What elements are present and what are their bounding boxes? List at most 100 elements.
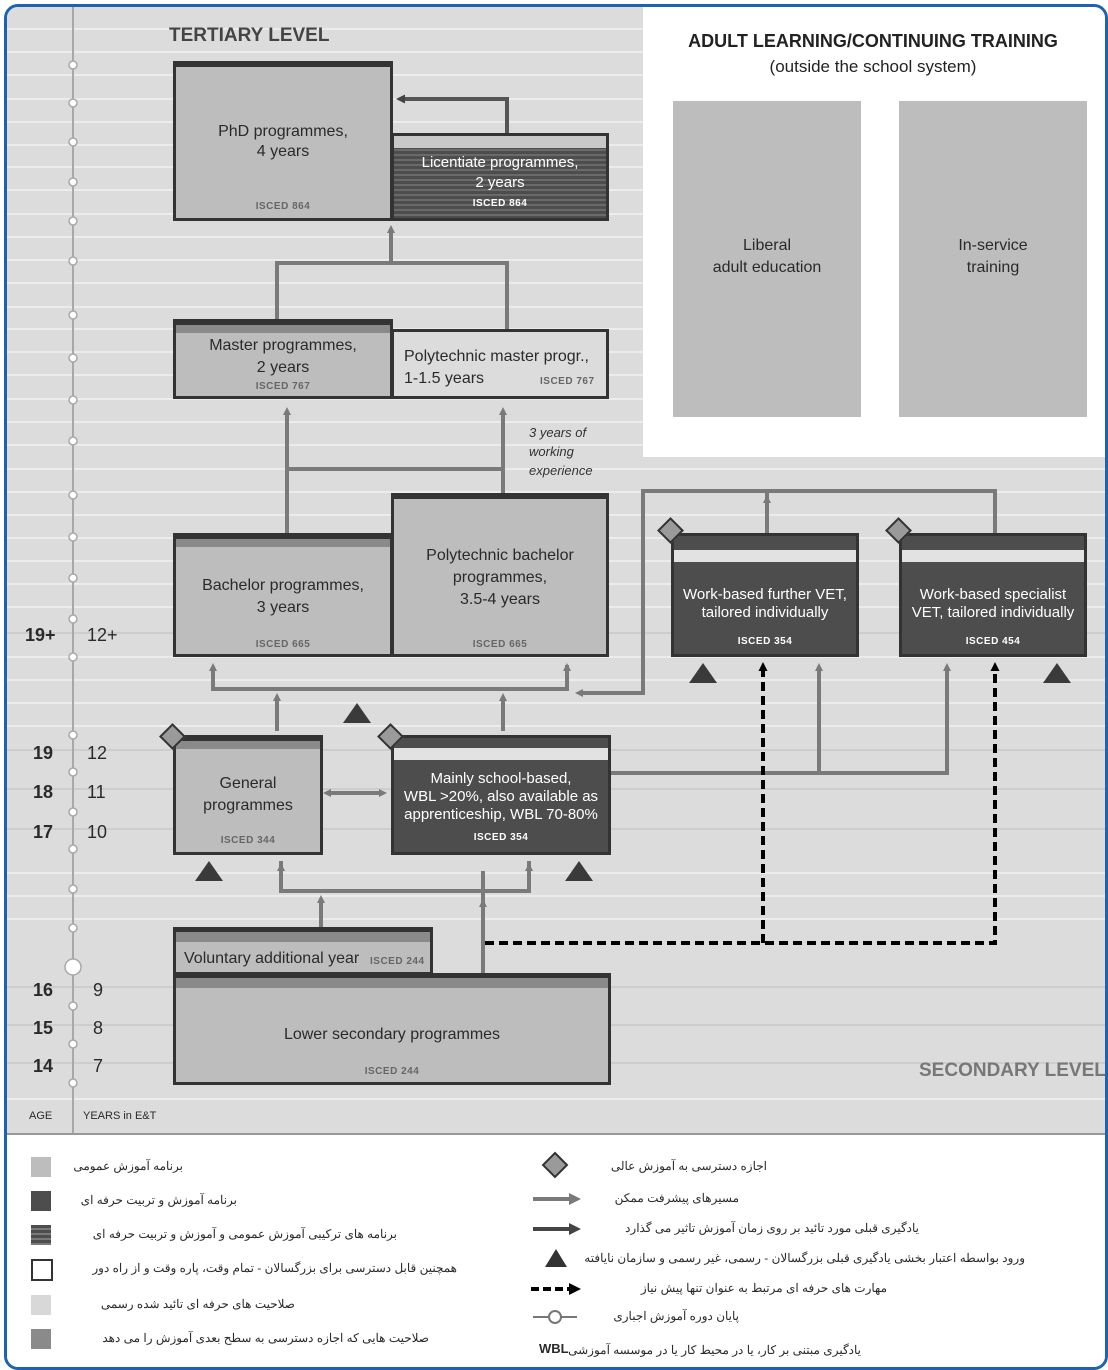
legend-combined-text: برنامه های ترکیبی آموزش عمومی و آموزش و … [92, 1227, 397, 1241]
bachelor-isced: ISCED 665 [255, 639, 311, 650]
legend-wbl-abbr: WBL [539, 1341, 569, 1356]
dashed-arrow-head-icon [569, 1283, 581, 1295]
age-19: 19 [33, 743, 54, 763]
years-7: 7 [93, 1056, 104, 1076]
bachelor-label: Bachelor programmes, [202, 577, 364, 594]
licentiate-box: Licentiate programmes, 2 years ISCED 864 [391, 133, 609, 221]
legend-swatch-general [31, 1157, 51, 1177]
arrow-head-icon [569, 1193, 581, 1205]
triangle-icon [545, 1249, 567, 1267]
lower-secondary-box: Lower secondary programmes ISCED 244 [173, 973, 611, 1085]
legend-wbl-text: یادگیری مبتنی بر کار، یا در محیط کار یا … [568, 1343, 861, 1357]
working-line-1: 3 years of [529, 425, 587, 440]
legend-general-text: برنامه آموزش عمومی [73, 1159, 183, 1173]
poly-bachelor-line2: programmes, [452, 569, 548, 586]
licentiate-duration: 2 years [475, 174, 525, 191]
liberal-education-box: Liberal adult education [673, 101, 861, 417]
legend-swatch-access [31, 1329, 51, 1349]
legend-qualification-text: صلاحیت های حرفه ای تائید شده رسمی [100, 1297, 295, 1311]
voluntary-isced: ISCED 244 [370, 956, 425, 967]
legend-symbols [531, 1151, 581, 1324]
years-10: 10 [87, 822, 108, 842]
general-line2: programmes [203, 797, 293, 814]
legend-swatch-vet [31, 1191, 51, 1211]
licentiate-isced: ISCED 864 [472, 198, 528, 209]
voluntary-label: Voluntary additional year [184, 950, 360, 967]
legend-compulsory-text: پایان دوره آموزش اجباری [613, 1309, 739, 1323]
age-label: AGE [29, 1110, 53, 1122]
lower-secondary-isced: ISCED 244 [364, 1066, 420, 1077]
legend-validation-text: ورود بواسطه اعتبار بخشی یادگیری قبلی بزر… [584, 1251, 1025, 1265]
master-box: Master programmes, 2 years ISCED 767 [173, 319, 393, 399]
circle-marker-icon [548, 1310, 562, 1324]
phd-box: PhD programmes, 4 years ISCED 864 [173, 61, 393, 221]
further-vet-box: Work-based further VET, tailored individ… [671, 533, 859, 657]
working-experience-note: 3 years of working experience [529, 423, 593, 480]
legend-skills-text: مهارت های حرفه ای مرتبط به عنوان تنها پی… [640, 1281, 887, 1295]
inservice-label: In-service [958, 237, 1028, 254]
poly-master-isced: ISCED 767 [540, 376, 595, 387]
legend: برنامه آموزش عمومی برنامه آموزش و تربیت … [7, 1133, 1105, 1367]
years-11: 11 [87, 782, 106, 802]
diamond-icon [541, 1151, 569, 1179]
years-label: YEARS in E&T [83, 1110, 157, 1122]
voluntary-band [176, 932, 430, 942]
master-duration: 2 years [256, 359, 310, 376]
years-12: 12 [87, 743, 108, 763]
lower-secondary-band [176, 978, 608, 988]
further-vet-line2: tailored individually [701, 604, 829, 621]
school-based-band [394, 748, 608, 760]
school-based-label: Mainly school-based, [430, 770, 572, 787]
arrow-dark-head-icon [569, 1223, 581, 1235]
bachelor-band [176, 539, 390, 547]
legend-swatch-qualification [31, 1295, 51, 1315]
general-label: General [219, 775, 277, 792]
adult-subheading: (outside the school system) [769, 57, 977, 76]
master-band [176, 325, 390, 333]
legend-progression-text: مسیرهای پیشرفت ممکن [614, 1191, 739, 1205]
liberal-line2: adult education [712, 259, 822, 276]
inservice-line2: training [966, 259, 1020, 276]
licentiate-label: Licentiate programmes, [421, 154, 579, 171]
general-programmes-box: General programmes ISCED 344 [173, 735, 323, 855]
lower-secondary-label: Lower secondary programmes [283, 1026, 501, 1043]
poly-bachelor-duration: 3.5-4 years [459, 591, 541, 608]
specialist-vet-label: Work-based specialist [919, 586, 1067, 603]
poly-bachelor-box: Polytechnic bachelor programmes, 3.5-4 y… [391, 493, 609, 657]
legend-adults-text: همچنین قابل دسترسی برای بزرگسالان - تمام… [92, 1261, 457, 1275]
legend-access-text: صلاحیت هایی که اجازه دسترسی به سطح بعدی … [102, 1331, 429, 1345]
specialist-vet-isced: ISCED 454 [965, 636, 1021, 647]
adult-heading: ADULT LEARNING/CONTINUING TRAINING [688, 31, 1058, 51]
age-14: 14 [33, 1056, 54, 1076]
school-based-line2: WBL >20%, also available as [403, 788, 599, 805]
licentiate-band [394, 136, 606, 148]
poly-master-box: Polytechnic master progr., 1-1.5 years I… [391, 329, 609, 399]
master-label: Master programmes, [209, 337, 357, 354]
phd-isced: ISCED 864 [255, 201, 311, 212]
legend-diamond-text: اجازه دسترسی به آموزش عالی [610, 1159, 767, 1173]
general-isced: ISCED 344 [220, 835, 276, 846]
bachelor-duration: 3 years [256, 599, 310, 616]
poly-bachelor-label: Polytechnic bachelor [426, 547, 574, 564]
specialist-vet-band [902, 550, 1084, 562]
legend-swatch-adults [31, 1259, 53, 1281]
diagram-frame: TERTIARY LEVEL ADULT LEARNING/CONTINUING… [4, 4, 1108, 1370]
legend-vet-text: برنامه آموزش و تربیت حرفه ای [80, 1193, 237, 1207]
working-line-3: experience [529, 463, 593, 478]
school-based-line3: apprenticeship, WBL 70-80% [404, 806, 598, 823]
general-band [176, 741, 320, 749]
inservice-training-box: In-service training [899, 101, 1087, 417]
master-isced: ISCED 767 [255, 381, 311, 392]
further-vet-band [674, 550, 856, 562]
legend-swatch-combined [31, 1225, 51, 1245]
legend-prior-learning-text: یادگیری قبلی مورد تائید بر روی زمان آموز… [625, 1221, 919, 1235]
specialist-vet-box: Work-based specialist VET, tailored indi… [899, 533, 1087, 657]
years-9: 9 [93, 980, 104, 1000]
voluntary-year-box: Voluntary additional year ISCED 244 [173, 927, 433, 975]
years-8: 8 [93, 1018, 104, 1038]
secondary-heading: SECONDARY LEVEL [919, 1060, 1106, 1081]
age-18: 18 [33, 782, 54, 802]
school-based-isced: ISCED 354 [473, 832, 529, 843]
connectors [195, 94, 1071, 973]
phd-duration: 4 years [256, 143, 310, 160]
